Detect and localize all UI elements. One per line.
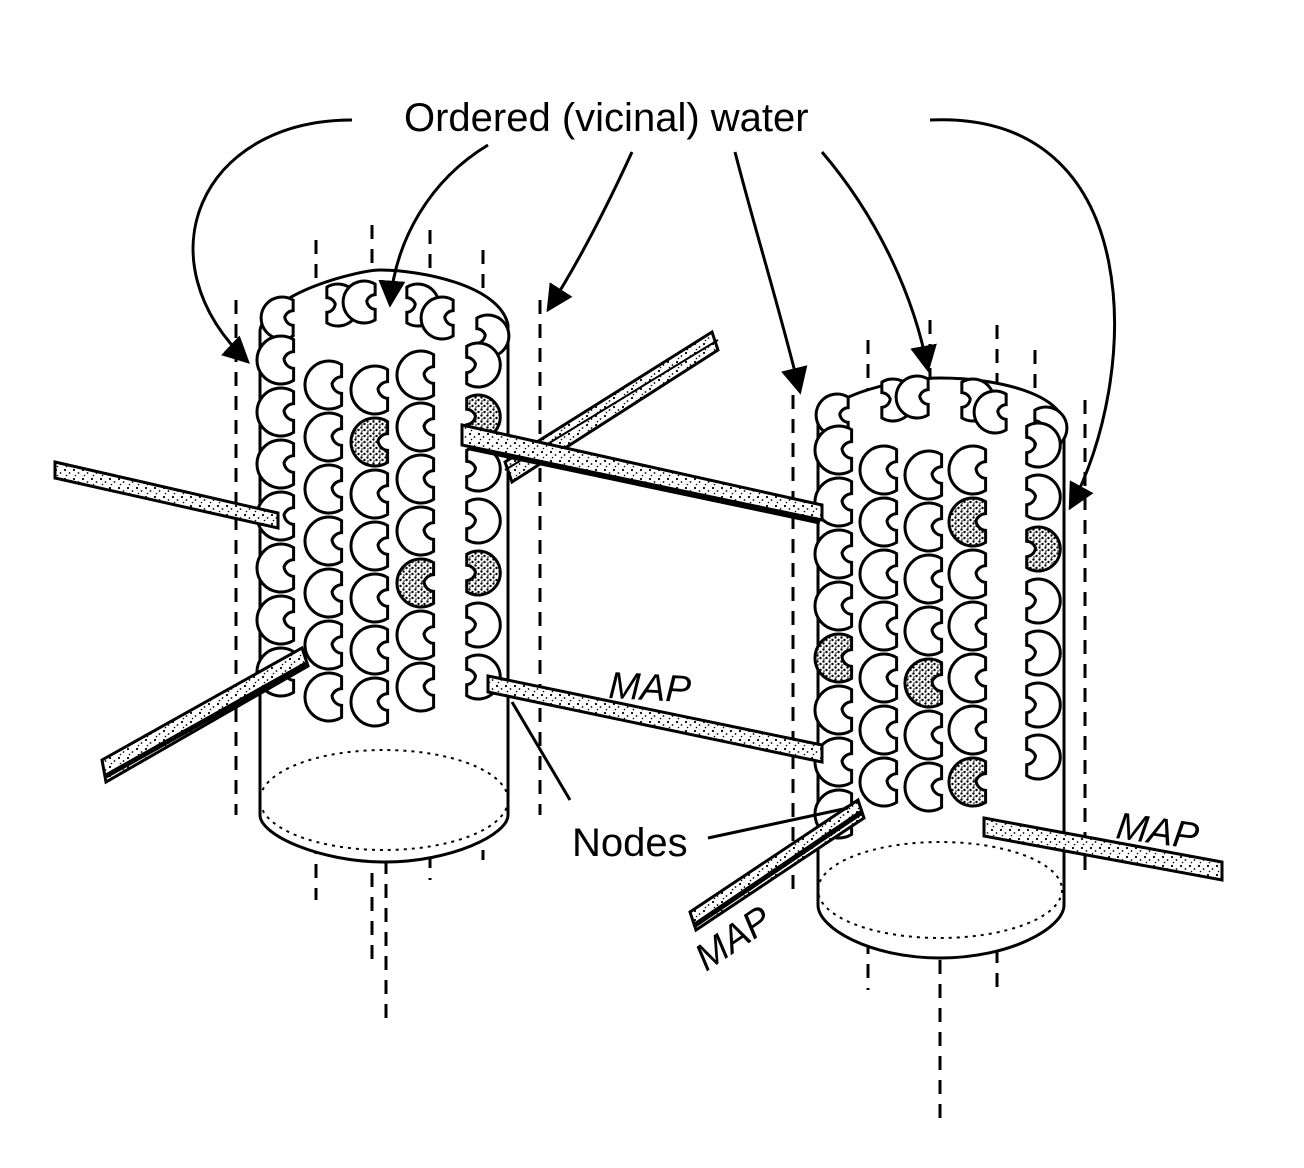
tubulin-subunit bbox=[947, 444, 988, 496]
tubulin-subunit bbox=[395, 401, 436, 453]
tubulin-subunit bbox=[903, 761, 944, 813]
map-rod-right bbox=[982, 816, 1224, 882]
tubulin-subunit bbox=[303, 671, 344, 723]
arrow-2 bbox=[378, 143, 489, 308]
tubulin-subunit bbox=[349, 364, 390, 416]
node-pointer-left bbox=[510, 701, 572, 801]
tubulin-subunit bbox=[858, 600, 899, 652]
tubulin-subunit bbox=[395, 661, 436, 713]
tubulin-subunit bbox=[349, 468, 390, 520]
arrow-6 bbox=[929, 118, 1116, 511]
tubulin-subunit bbox=[903, 449, 944, 501]
tubulin-subunit bbox=[903, 553, 944, 605]
tubulin-subunit bbox=[813, 736, 854, 788]
tubulin-subunit bbox=[813, 528, 854, 580]
tubulin-subunit bbox=[255, 334, 296, 386]
tubulin-subunit bbox=[813, 684, 854, 736]
arrow-1 bbox=[191, 118, 353, 364]
tubulin-dark-subunit bbox=[813, 632, 854, 684]
tubulin-subunit bbox=[1025, 681, 1062, 729]
tubulin-subunit bbox=[903, 709, 944, 761]
tubulin-subunit bbox=[303, 411, 344, 463]
tubulin-subunit bbox=[303, 359, 344, 411]
map-rod-diagonal-upper bbox=[503, 329, 720, 485]
node-pointers bbox=[510, 701, 849, 840]
tubulin-subunit bbox=[395, 505, 436, 557]
tubulin-subunit bbox=[255, 438, 296, 490]
arrow-3 bbox=[546, 151, 634, 313]
tubulin-subunit bbox=[858, 704, 899, 756]
tubulin-subunit bbox=[1025, 473, 1062, 521]
tubulin-subunit bbox=[255, 594, 296, 646]
tubulin-dark-subunit bbox=[395, 557, 436, 609]
left-tubulin-subunits bbox=[255, 279, 511, 728]
tubulin-subunit bbox=[395, 609, 436, 661]
tubulin-subunit bbox=[395, 349, 436, 401]
map-rod-connecting-upper bbox=[460, 423, 824, 522]
tubulin-subunit bbox=[947, 652, 988, 704]
map-rod-connecting-lower bbox=[486, 674, 824, 764]
tubulin-dark-subunit bbox=[1025, 525, 1062, 573]
right-cylinder-bottom bbox=[817, 841, 1063, 939]
tubulin-subunit bbox=[1025, 629, 1062, 677]
water-arrows bbox=[191, 118, 1116, 511]
tubulin-subunit bbox=[813, 424, 854, 476]
tubulin-subunit bbox=[858, 444, 899, 496]
tubulin-subunit bbox=[903, 605, 944, 657]
tubulin-subunit bbox=[303, 567, 344, 619]
tubulin-subunit bbox=[894, 374, 930, 420]
tubulin-dark-subunit bbox=[947, 756, 988, 808]
tubulin-dark-subunit bbox=[947, 496, 988, 548]
tubulin-subunit bbox=[947, 548, 988, 600]
tubulin-subunit bbox=[349, 572, 390, 624]
tubulin-dark-subunit bbox=[465, 549, 502, 597]
arrow-4 bbox=[733, 151, 808, 395]
tubulin-subunit bbox=[419, 295, 455, 341]
tubulin-subunit bbox=[349, 624, 390, 676]
nodes-label: Nodes bbox=[572, 821, 688, 865]
tubulin-subunit bbox=[1025, 577, 1062, 625]
map-label-upper: MAP bbox=[608, 665, 693, 711]
ordered-water-label: Ordered (vicinal) water bbox=[404, 96, 809, 140]
tubulin-dark-subunit bbox=[903, 657, 944, 709]
left-microtubule bbox=[234, 225, 542, 1028]
tubulin-subunit bbox=[947, 600, 988, 652]
tubulin-subunit bbox=[1025, 733, 1062, 781]
tubulin-subunit bbox=[813, 476, 854, 528]
tubulin-subunit bbox=[465, 497, 502, 545]
tubulin-subunit bbox=[858, 756, 899, 808]
tubulin-subunit bbox=[858, 652, 899, 704]
node-pointer-right bbox=[707, 806, 849, 840]
tubulin-subunit bbox=[813, 580, 854, 632]
tubulin-subunit bbox=[255, 386, 296, 438]
tubulin-subunit bbox=[349, 676, 390, 728]
tubulin-subunit bbox=[303, 619, 344, 671]
right-tubulin-subunits bbox=[813, 374, 1069, 840]
map-rods bbox=[53, 329, 1224, 933]
tubulin-subunit bbox=[255, 542, 296, 594]
tubulin-subunit bbox=[303, 515, 344, 567]
tubulin-subunit bbox=[303, 463, 344, 515]
tubulin-subunit bbox=[1025, 421, 1062, 469]
left-cylinder-bottom bbox=[259, 749, 509, 851]
tubulin-subunit bbox=[395, 453, 436, 505]
map-rod-left-upper bbox=[53, 460, 280, 530]
tubulin-subunit bbox=[947, 704, 988, 756]
right-microtubule bbox=[791, 320, 1087, 1125]
tubulin-subunit bbox=[858, 548, 899, 600]
tubulin-subunit bbox=[349, 520, 390, 572]
arrow-5 bbox=[820, 151, 937, 373]
tubulin-dark-subunit bbox=[349, 416, 390, 468]
tubulin-subunit bbox=[858, 496, 899, 548]
tubulin-subunit bbox=[465, 601, 502, 649]
tubulin-subunit bbox=[903, 501, 944, 553]
tubulin-subunit bbox=[465, 341, 502, 389]
tubulin-subunit bbox=[341, 279, 377, 325]
tubulin-subunit bbox=[972, 389, 1008, 435]
